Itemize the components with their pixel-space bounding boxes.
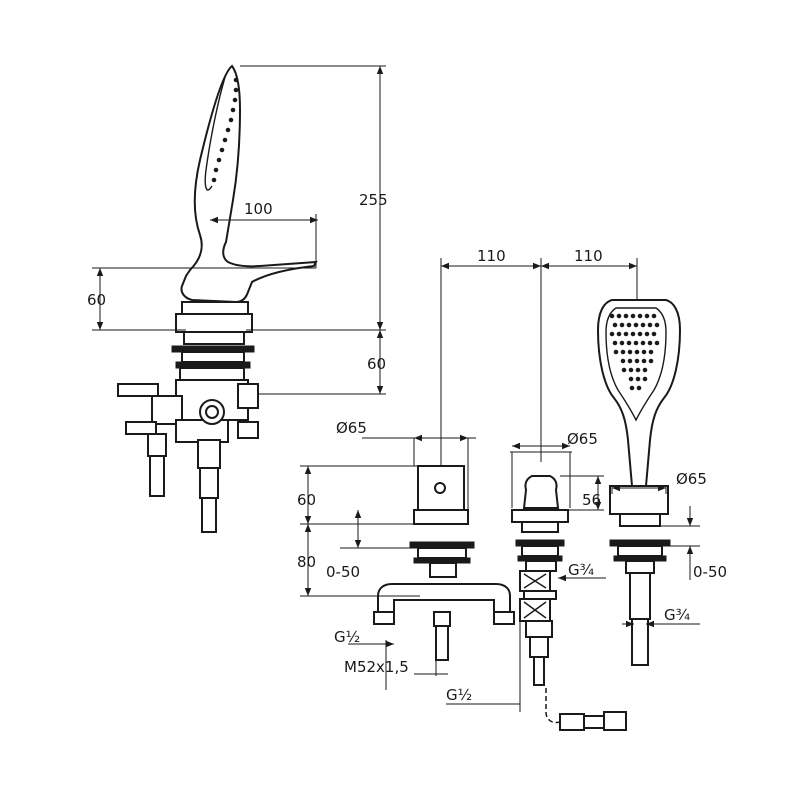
- spray-hole: [654, 322, 660, 328]
- dim-diam-diverter: Ø65: [567, 430, 598, 448]
- left-dimension-lines: [92, 65, 386, 395]
- dim-g12-a: G½: [334, 628, 360, 646]
- dim-255: 255: [359, 191, 388, 209]
- spray-hole: [635, 367, 641, 373]
- dim-g34-b: G¾: [664, 606, 691, 624]
- dim-56: 56: [582, 491, 601, 509]
- spray-hole: [616, 313, 622, 319]
- spray-hole: [651, 331, 657, 337]
- spray-hole: [619, 322, 625, 328]
- spray-hole: [644, 313, 650, 319]
- spray-hole: [620, 358, 626, 364]
- spray-hole: [630, 331, 636, 337]
- spray-hole: [609, 313, 615, 319]
- mixer-dimension-lines: [300, 434, 521, 712]
- dim-110-left: 110: [477, 247, 506, 265]
- shower-dimension-lines: [611, 484, 700, 628]
- spray-hole: [651, 313, 657, 319]
- dim-0-50-shower: 0-50: [693, 563, 727, 581]
- spray-hole: [636, 385, 642, 391]
- spray-hole: [609, 331, 615, 337]
- spray-hole: [627, 358, 633, 364]
- dim-60-left: 60: [87, 291, 106, 309]
- spray-hole: [640, 340, 646, 346]
- spray-hole: [619, 340, 625, 346]
- spray-hole: [642, 367, 648, 373]
- spray-hole: [616, 331, 622, 337]
- spray-hole: [634, 349, 640, 355]
- spray-hole: [627, 349, 633, 355]
- dim-60-base: 60: [367, 355, 386, 373]
- spray-hole: [629, 385, 635, 391]
- spray-hole: [654, 340, 660, 346]
- dim-diam-mixer: Ø65: [336, 419, 367, 437]
- spacing-dimension-lines: [440, 258, 638, 500]
- spray-dots-front: [609, 313, 660, 391]
- dim-m52: M52x1,5: [344, 658, 409, 676]
- spray-hole: [613, 349, 619, 355]
- spray-hole: [623, 313, 629, 319]
- spray-hole: [648, 358, 654, 364]
- dim-110-right: 110: [574, 247, 603, 265]
- spout-side-view: [117, 64, 318, 533]
- spray-hole: [647, 340, 653, 346]
- spray-hole: [628, 376, 634, 382]
- spray-hole: [634, 358, 640, 364]
- spray-hole: [644, 331, 650, 337]
- dim-80-mixer: 80: [297, 553, 316, 571]
- spray-hole: [647, 322, 653, 328]
- spray-hole: [640, 322, 646, 328]
- spray-hole: [612, 322, 618, 328]
- diverter-dimension-lines: [510, 442, 606, 582]
- spray-hole: [641, 358, 647, 364]
- dim-60-mixer: 60: [297, 491, 316, 509]
- spray-dots-side: [211, 77, 239, 183]
- dim-diam-shower: Ø65: [676, 470, 707, 488]
- spray-hole: [637, 313, 643, 319]
- diverter-front-view: [511, 475, 627, 731]
- spray-hole: [641, 349, 647, 355]
- dim-g12-b: G½: [446, 686, 472, 704]
- spray-hole: [621, 367, 627, 373]
- spray-hole: [633, 340, 639, 346]
- spray-hole: [626, 340, 632, 346]
- spray-hole: [626, 322, 632, 328]
- spray-hole: [633, 322, 639, 328]
- spray-hole: [628, 367, 634, 373]
- spray-hole: [612, 340, 618, 346]
- spray-hole: [635, 376, 641, 382]
- spray-hole: [620, 349, 626, 355]
- spray-hole: [630, 313, 636, 319]
- spray-hole: [642, 376, 648, 382]
- dim-100: 100: [244, 200, 273, 218]
- spray-hole: [623, 331, 629, 337]
- spray-hole: [637, 331, 643, 337]
- dim-g34-a: G¾: [568, 561, 595, 579]
- dim-0-50-mixer: 0-50: [326, 563, 360, 581]
- mixer-front-view: [373, 465, 515, 661]
- spray-hole: [648, 349, 654, 355]
